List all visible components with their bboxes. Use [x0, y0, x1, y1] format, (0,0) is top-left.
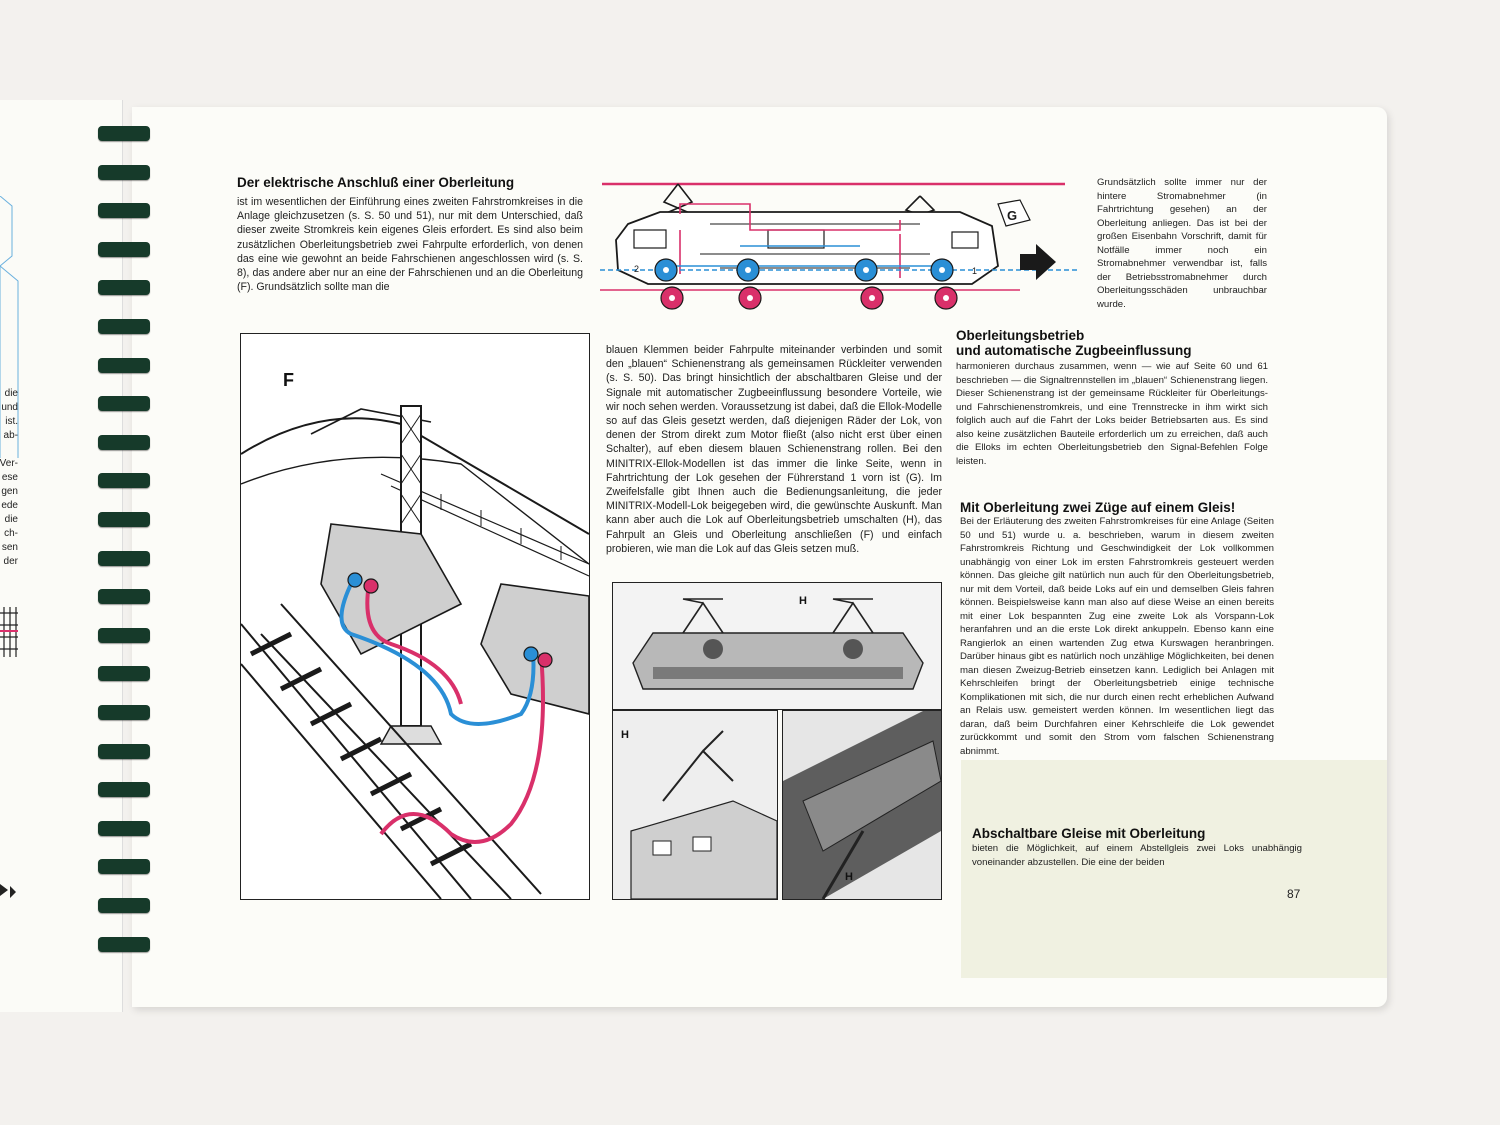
binding-ring: [98, 627, 150, 643]
page-shade-overlay: [961, 760, 1387, 978]
binding-ring: [98, 280, 150, 296]
binding-ring: [98, 319, 150, 334]
section4-paragraph: bieten die Möglichkeit, auf einem Abstel…: [972, 843, 1302, 868]
photo-locomotive-pantograph: H: [612, 710, 778, 900]
wiring-blue: [660, 245, 950, 267]
left-page-fragment: ab-: [3, 430, 18, 441]
cable-blue: [339, 579, 536, 726]
left-page-fragment: Ver-: [0, 458, 18, 469]
figure-label-f: F: [283, 370, 294, 390]
direction-arrow-icon: [1020, 244, 1056, 280]
section2-title-line2: und automatische Zugbeeinflussung: [956, 343, 1192, 358]
section2-paragraph: harmonieren durchaus zusammen, wenn — wi…: [956, 361, 1268, 467]
section3-paragraph: Bei der Erläuterung des zweiten Fahrstro…: [960, 516, 1274, 757]
left-page-fragment: die: [4, 514, 18, 525]
cab-number-2: 2: [634, 264, 639, 274]
left-page-corner-mark: [0, 880, 20, 900]
binding-ring: [98, 936, 150, 952]
binding-ring: [98, 589, 150, 605]
sidenote-paragraph: Grundsätzlich sollte immer nur der hinte…: [1097, 177, 1267, 310]
cab-number-1: 1: [972, 266, 977, 276]
left-page-fragment: gen: [1, 486, 18, 497]
binding-ring: [98, 434, 150, 450]
binding-ring: [98, 782, 150, 798]
direction-g-box: [997, 199, 1031, 227]
binding-ring: [98, 126, 150, 141]
middle-paragraph: blauen Klemmen beider Fahrpulte miteinan…: [606, 344, 942, 555]
left-page-fragment: ist.: [5, 416, 18, 427]
binding-ring: [98, 898, 150, 913]
catenary-arm: [241, 417, 589, 535]
figure-f-catenary-wiring: F: [240, 333, 590, 900]
spiral-binding: [98, 120, 152, 990]
photo-label-h-top: H: [799, 595, 807, 607]
binding-ring: [98, 357, 150, 373]
binding-ring: [98, 164, 150, 180]
photo-locomotive-underside: H: [782, 710, 942, 900]
photo-label-h-right: H: [845, 871, 853, 883]
section4-title: Abschaltbare Gleise mit Oberleitung: [972, 826, 1206, 841]
section2-title-line1: Oberleitungsbetrieb: [956, 328, 1085, 343]
binding-ring: [98, 550, 150, 566]
intro-paragraph: ist im wesentlichen der Einführung eines…: [237, 196, 583, 294]
left-page-track-diagram: [0, 605, 20, 661]
control-unit-1: [320, 523, 463, 656]
photo-label-h-left: H: [621, 729, 629, 741]
binding-ring: [98, 705, 150, 720]
binding-ring: [98, 512, 150, 527]
left-page-fragment: ch-: [4, 528, 18, 539]
binding-ring: [98, 666, 150, 682]
cable-red: [365, 583, 545, 844]
binding-ring: [98, 241, 150, 257]
page-number: 87: [1287, 887, 1301, 901]
left-page-fragment: der: [3, 556, 18, 567]
binding-ring: [98, 203, 150, 219]
article-title: Der elektrische Anschluß einer Oberleitu…: [237, 175, 515, 190]
left-page-fragment: ese: [1, 472, 18, 483]
figure-label-g: G: [1007, 208, 1017, 223]
left-page-fragment: ede: [1, 500, 18, 511]
left-page-fragment: sen: [1, 542, 18, 553]
binding-ring: [98, 743, 150, 759]
binding-ring: [98, 820, 150, 836]
railway-track: [241, 603, 542, 899]
binding-ring: [98, 859, 150, 875]
binding-ring: [98, 396, 150, 412]
left-page-fragment: und: [1, 402, 18, 413]
left-page-diagram: [0, 195, 20, 458]
binding-ring: [98, 473, 150, 489]
left-page-fragment: die: [4, 388, 18, 399]
section3-title: Mit Oberleitung zwei Züge auf einem Glei…: [960, 500, 1236, 515]
locomotive-schematic: G 1 2: [600, 174, 1080, 314]
photo-locomotive-top: H: [612, 582, 942, 710]
